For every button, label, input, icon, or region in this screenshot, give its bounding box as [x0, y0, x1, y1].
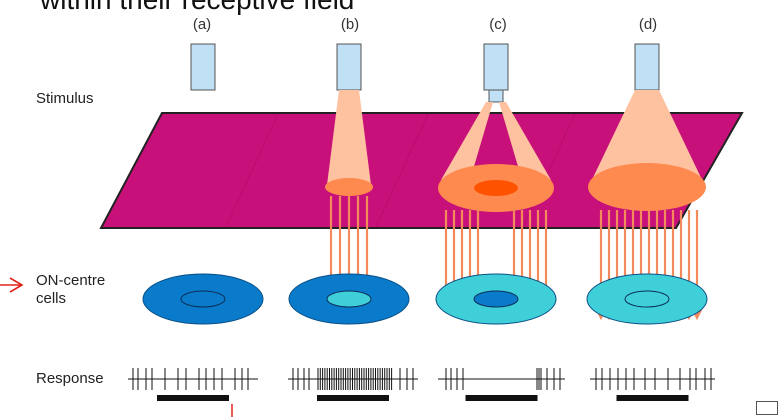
light-box-mask-c [488, 89, 504, 103]
cell-centre-c [473, 290, 519, 308]
plane-divider [225, 113, 279, 228]
stimulus-bar-d [616, 395, 689, 401]
light-spot-d [588, 163, 706, 211]
cell-centre-d [624, 290, 670, 308]
slide-title: within their receptive field [40, 0, 354, 16]
panel-label-d: (d) [638, 16, 658, 33]
light-box-b [336, 43, 362, 91]
stimulus-plane [99, 112, 744, 229]
light-cone-c-right [499, 102, 551, 180]
light-cone-c-left [441, 102, 493, 180]
row-label-stimulus: Stimulus [36, 90, 94, 107]
plane-divider [375, 113, 429, 228]
panel-label-a: (a) [192, 16, 212, 33]
light-spot-c-centre [474, 180, 518, 196]
light-cone-b [327, 90, 371, 185]
light-box-a [190, 43, 216, 91]
row-label-on-centre: ON-centre cells [36, 272, 105, 308]
panel-label-c: (c) [489, 16, 507, 33]
annotation-arrow [0, 277, 24, 293]
cell-centre-a [180, 290, 226, 308]
row-label-response: Response [36, 370, 104, 387]
light-spot-b [325, 178, 373, 196]
cell-centre-b [326, 290, 372, 308]
row-label-on-centre-line2: cells [36, 290, 67, 307]
stimulus-bar-c [465, 395, 538, 401]
light-box-c [483, 43, 509, 91]
light-cone-d [589, 90, 705, 186]
row-label-on-centre-line1: ON-centre [36, 272, 106, 289]
panel-label-b: (b) [340, 16, 360, 33]
light-box-d [634, 43, 660, 91]
plane-divider [522, 113, 576, 228]
stimulus-bar-a [157, 395, 229, 401]
stimulus-bar-b [317, 395, 389, 401]
corner-box [756, 401, 778, 415]
